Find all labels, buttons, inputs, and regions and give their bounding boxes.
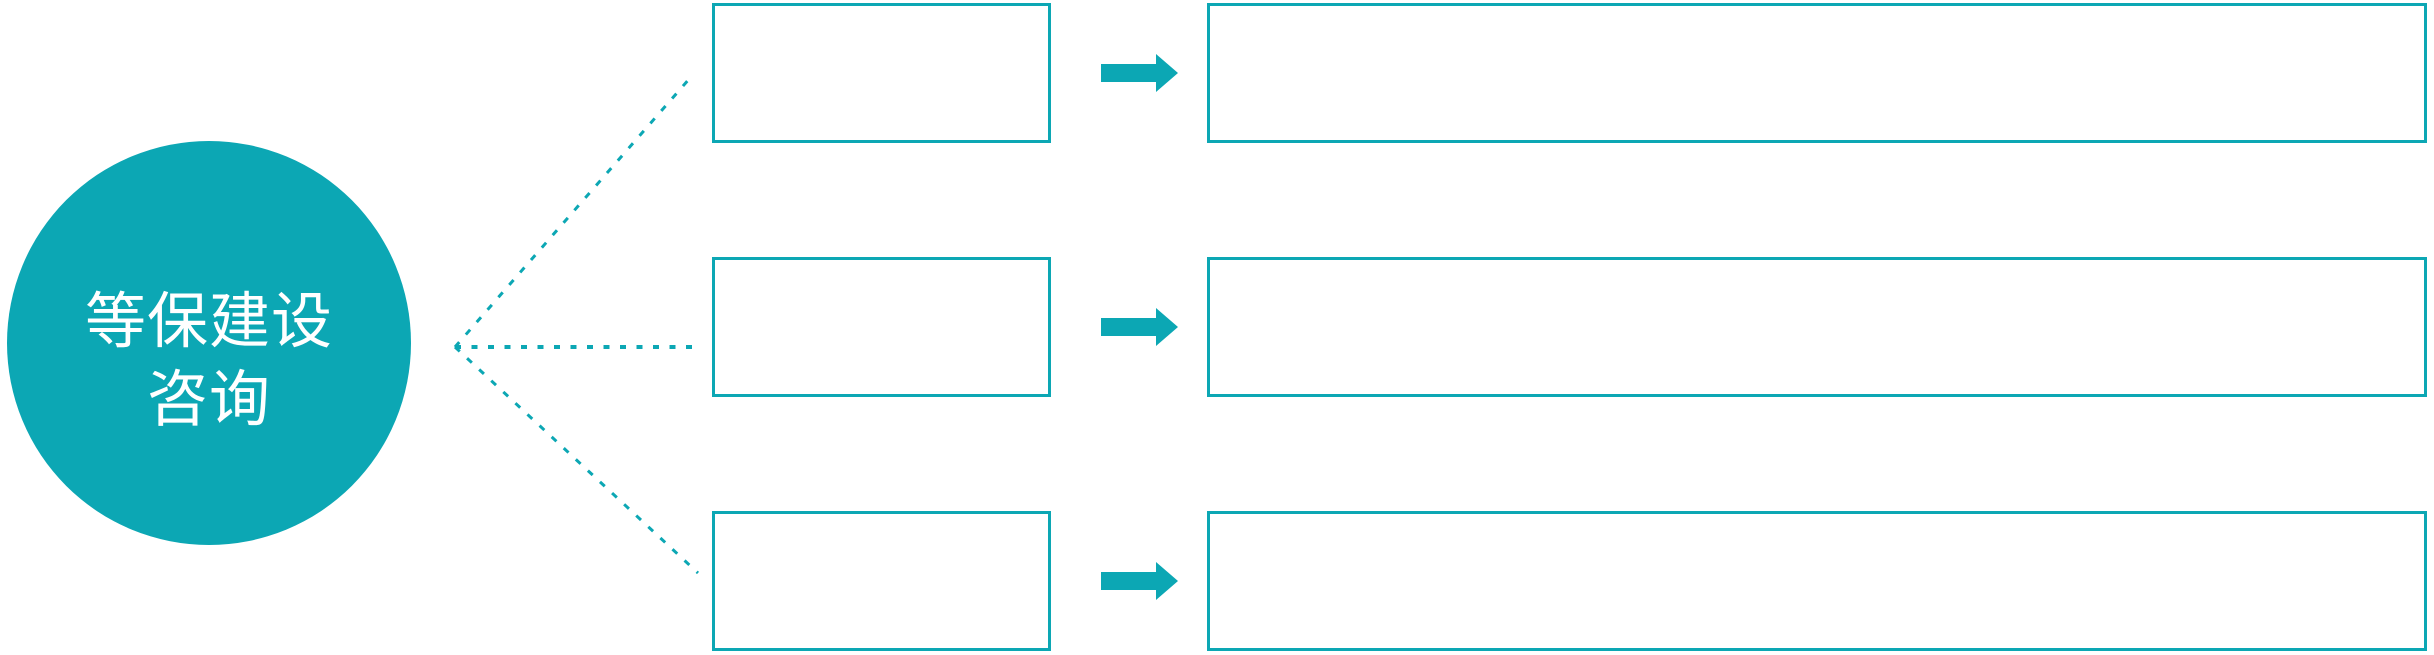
large-box-1 xyxy=(1207,3,2427,143)
hub-label-line-2: 咨询 xyxy=(146,365,271,433)
arrow-right-icon xyxy=(1101,54,1178,92)
hub-label-line-1: 等保建设 xyxy=(84,287,333,355)
large-box-3 xyxy=(1207,511,2427,651)
large-box-1-label xyxy=(1210,6,2424,22)
large-box-2-label xyxy=(1210,260,2424,276)
small-box-1-label xyxy=(715,6,1048,22)
small-box-2 xyxy=(712,257,1051,397)
hub-circle: 等保建设 咨询 xyxy=(7,141,411,545)
small-box-3 xyxy=(712,511,1051,651)
arrow-right-icon xyxy=(1101,562,1178,600)
arrow-right-icon xyxy=(1101,308,1178,346)
large-box-2 xyxy=(1207,257,2427,397)
large-box-3-label xyxy=(1210,514,2424,530)
small-box-2-label xyxy=(715,260,1048,276)
dashed-connector-bottom xyxy=(453,345,700,575)
small-box-1 xyxy=(712,3,1051,143)
small-box-3-label xyxy=(715,514,1048,530)
dashed-connector-top xyxy=(453,77,692,348)
